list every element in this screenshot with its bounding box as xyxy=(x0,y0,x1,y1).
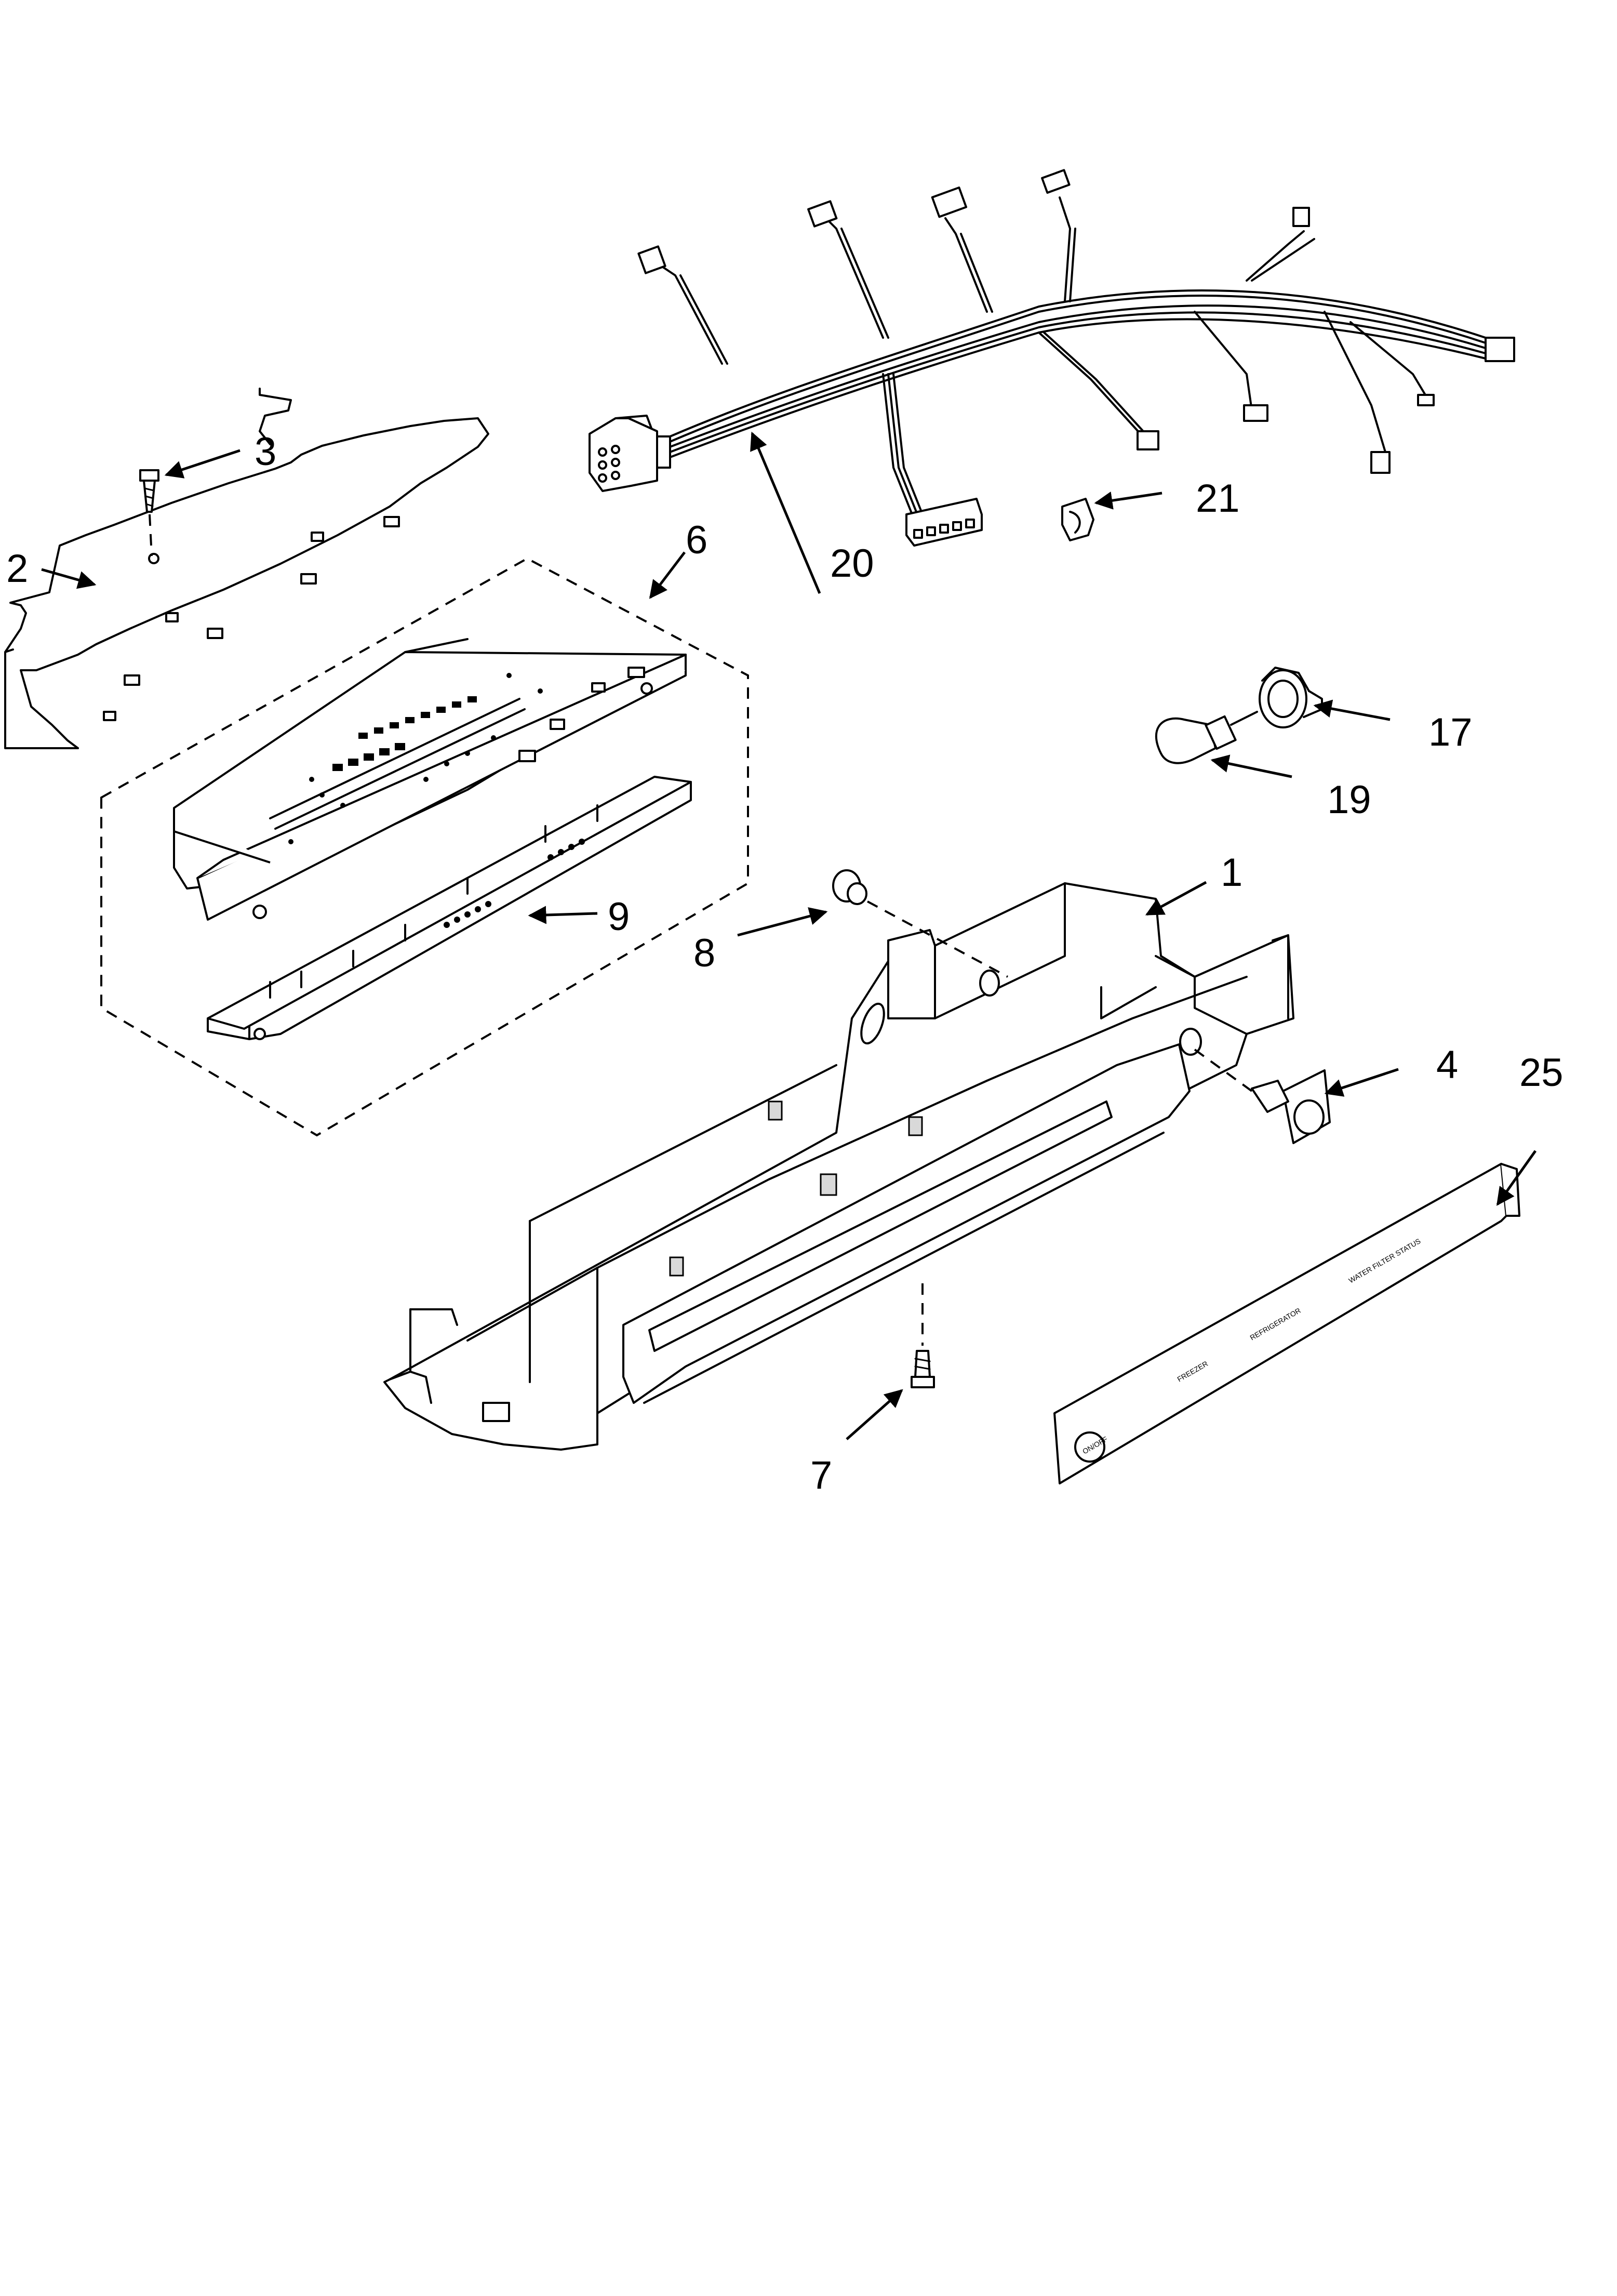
lamp-bulb-part xyxy=(1155,711,1258,764)
callout-4: 4 xyxy=(1436,1043,1458,1087)
wire-clip-part xyxy=(1061,498,1094,541)
callout-20: 20 xyxy=(830,541,874,586)
switch-part xyxy=(1194,1049,1331,1144)
callout-21: 21 xyxy=(1196,476,1240,521)
leader-arrows xyxy=(41,431,1537,1440)
lamp-socket-part xyxy=(1259,667,1323,728)
callout-8: 8 xyxy=(693,931,715,975)
callout-9: 9 xyxy=(608,895,630,939)
control-trim-part: ON/OFF FREEZER REFRIGERATOR WATER FILTER… xyxy=(1053,1163,1520,1484)
callout-6: 6 xyxy=(686,518,707,562)
control-housing-part xyxy=(383,882,1294,1451)
callout-1: 1 xyxy=(1221,851,1242,895)
callout-25: 25 xyxy=(1519,1051,1563,1095)
wire-harness-part xyxy=(589,169,1515,547)
grommet-part xyxy=(832,869,1008,978)
control-board-part xyxy=(173,638,687,921)
interface-board-part xyxy=(207,776,692,1040)
callout-19: 19 xyxy=(1327,778,1371,822)
callout-2: 2 xyxy=(6,547,28,591)
mounting-plate-part xyxy=(4,388,489,749)
callout-3: 3 xyxy=(255,430,276,474)
screw-icon xyxy=(139,469,159,556)
callout-17: 17 xyxy=(1428,710,1473,754)
housing-screw-icon xyxy=(911,1283,935,1388)
callout-7: 7 xyxy=(810,1453,832,1497)
